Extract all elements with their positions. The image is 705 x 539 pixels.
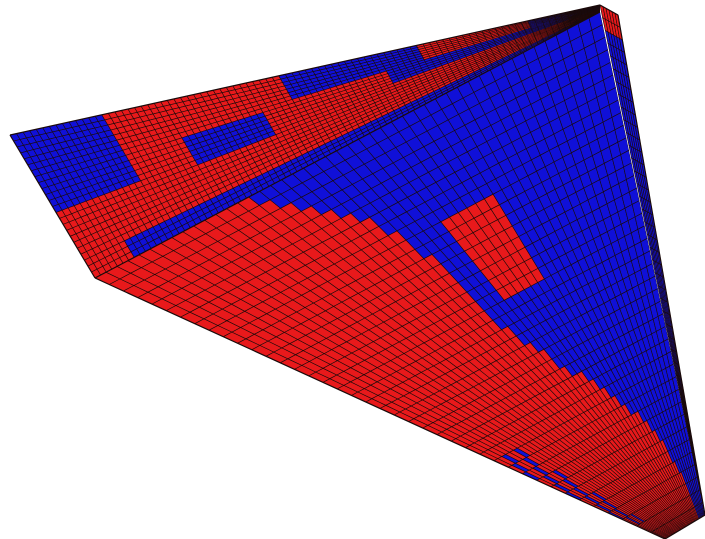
top-face	[10, 5, 600, 278]
front-face	[95, 12, 705, 539]
